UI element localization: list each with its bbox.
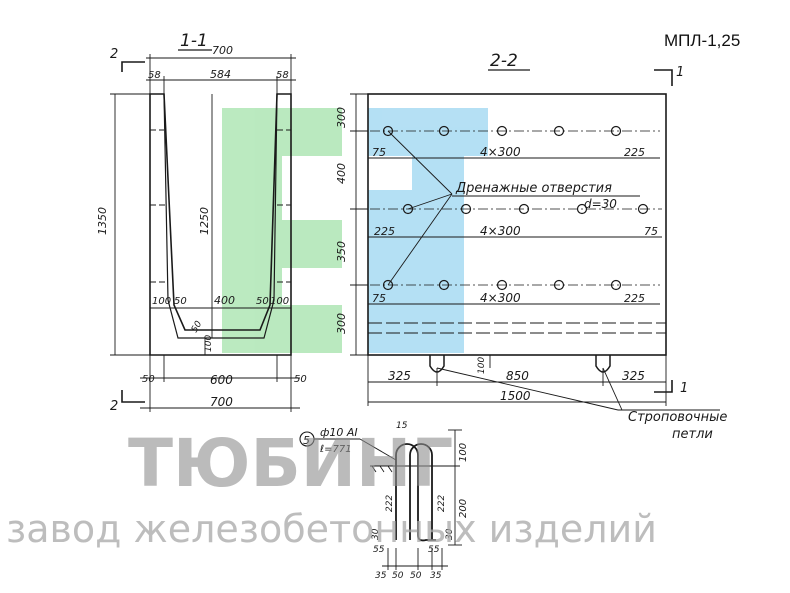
loop-dim-height-bottom: 200 [458, 499, 469, 518]
dim-2-2-h4: 300 [335, 313, 348, 334]
dim-1-1-right-step: 100 [270, 296, 289, 307]
lifting-loops-callout-1: Строповочные [628, 410, 727, 425]
section-mark-2-bottom: 2 [110, 399, 118, 414]
dim-1-1-inner-bottom: 400 [214, 294, 235, 307]
loop-rebar-spec: ф10 АI [320, 426, 358, 439]
drainage-holes [382, 125, 649, 291]
loop-dim-hook-left-v: 30 [371, 528, 381, 540]
dim-2-2-h2: 400 [335, 163, 348, 184]
loop-dim-hook-right-h: 55 [428, 545, 440, 555]
lifting-loops-callout-2: петли [672, 427, 713, 442]
section-mark-2-top: 2 [110, 47, 118, 62]
dim-2-2-row2-left: 225 [374, 225, 395, 238]
dim-1-1-left-wall: 58 [148, 70, 161, 81]
dim-2-2-row3-left: 75 [372, 292, 386, 305]
loop-dim-height-top: 100 [458, 443, 469, 462]
loop-mark: 5 [303, 434, 310, 447]
dim-1-1-inner-top: 584 [210, 68, 231, 81]
watermark-logo [222, 108, 488, 353]
dim-2-2-bottom-left: 325 [388, 369, 411, 383]
dim-1-1-left-step-b: 50 [174, 296, 187, 307]
loop-dim-hook-left-h: 55 [373, 545, 385, 555]
watermark-tagline: завод железобетонных изделий [6, 507, 657, 551]
section-1-1-drawing [110, 54, 300, 412]
loop-dim-top-radius: 15 [396, 421, 408, 431]
dim-1-1-bottom-thickness: 100 [204, 335, 214, 352]
dim-2-2-row2-mid: 4×300 [480, 224, 521, 238]
dim-1-1-inner-height: 1250 [198, 207, 211, 235]
loop-rebar-length: ℓ=771 [320, 444, 352, 455]
dim-2-2-row3-mid: 4×300 [480, 291, 521, 305]
loop-dim-b3: 50 [410, 571, 422, 581]
product-code: МПЛ-1,25 [664, 31, 740, 50]
section-mark-1-top: 1 [676, 65, 684, 80]
loop-dim-b1: 35 [375, 571, 387, 581]
dim-1-1-left-step: 100 [152, 296, 171, 307]
loop-detail-drawing [299, 429, 462, 570]
dim-2-2-total-length: 1500 [500, 389, 531, 403]
loop-dim-leg-left: 222 [385, 495, 395, 512]
dim-2-2-row3-right: 225 [624, 292, 645, 305]
dim-2-2-row1-left: 75 [372, 146, 386, 159]
dim-1-1-total-bottom: 700 [210, 395, 233, 409]
dim-1-1-right-step-b: 50 [256, 296, 269, 307]
dim-2-2-h1: 300 [335, 107, 348, 128]
loop-dim-hook-right-v: 30 [445, 528, 455, 540]
dim-1-1-chamfer: 50 [190, 319, 205, 334]
watermark-name: ТЮБИНГ [128, 425, 453, 502]
dim-1-1-foot-left: 50 [142, 374, 155, 385]
loop-dim-b4: 35 [430, 571, 442, 581]
dim-2-2-row1-mid: 4×300 [480, 145, 521, 159]
drainage-callout: Дренажные отверстия [455, 181, 612, 196]
section-2-2-title: 2-2 [490, 51, 518, 71]
dim-1-1-base-width: 600 [210, 373, 233, 387]
drainage-size: d=30 [584, 197, 617, 211]
section-2-2-drawing [350, 69, 720, 411]
dim-1-1-foot-right: 50 [294, 374, 307, 385]
dim-2-2-bottom-right: 325 [622, 369, 645, 383]
dim-1-1-total-top: 700 [212, 44, 233, 57]
dim-2-2-h3: 350 [335, 241, 348, 262]
dim-2-2-loop-h: 100 [477, 357, 487, 374]
dim-1-1-right-wall: 58 [276, 70, 289, 81]
loop-dim-leg-right: 222 [437, 495, 447, 512]
dim-2-2-row2-right: 75 [644, 225, 658, 238]
section-1-1-title: 1-1 [180, 31, 208, 51]
dim-2-2-row1-right: 225 [624, 146, 645, 159]
dim-2-2-bottom-mid: 850 [506, 369, 529, 383]
dim-1-1-total-height: 1350 [96, 207, 109, 235]
section-mark-1-bottom: 1 [680, 381, 688, 396]
loop-dim-b2: 50 [392, 571, 404, 581]
